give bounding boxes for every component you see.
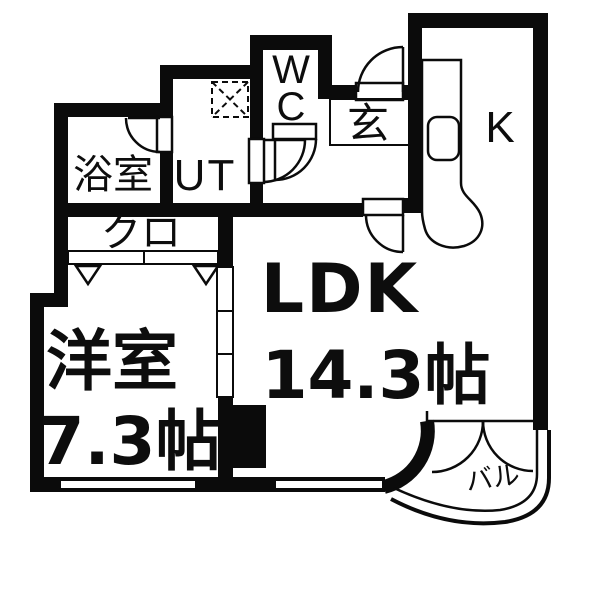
balcony-parapet-inner	[393, 430, 539, 513]
utility-door-swing-icon	[262, 139, 307, 184]
wall-partition-lower	[218, 397, 233, 492]
kitchen-label: K	[485, 103, 514, 152]
ldk-window	[274, 479, 384, 490]
toilet-label-line2: C	[277, 85, 306, 129]
utility-label: UT	[174, 151, 237, 200]
washer-pan-cross-2	[211, 81, 249, 118]
wall-ut-right-upper	[250, 35, 263, 140]
entrance-door-swing-icon	[356, 45, 404, 93]
wall-pillar	[233, 405, 266, 468]
wall-mid-band-stub	[403, 198, 422, 213]
wall-curved-balcony-corner	[382, 419, 435, 494]
closet-track-right	[143, 250, 219, 265]
wall-wc-top	[250, 35, 332, 50]
ldk-label: LDK	[261, 250, 420, 329]
wall-closet-left	[54, 217, 68, 300]
closet-label: クロ	[101, 211, 181, 255]
balcony-structure	[390, 411, 551, 526]
wall-ut-left-upper	[160, 65, 173, 118]
toilet-label-line1: W	[272, 48, 310, 92]
bath-label: 浴室	[73, 153, 153, 197]
wall-right	[533, 13, 548, 430]
bedroom-label: 洋室	[46, 323, 178, 400]
wall-entry-top-left	[318, 85, 358, 99]
partition-sliding-panel-1	[216, 266, 234, 312]
entrance-door-leaf	[354, 81, 405, 102]
wall-bath-left	[54, 103, 68, 217]
partition-sliding-panel-2	[216, 310, 234, 355]
balcony-door-swing-right-icon	[481, 420, 534, 473]
balcony-label: バル	[464, 459, 522, 496]
partition-sliding-panel-3	[216, 353, 234, 398]
wall-partition-upper	[218, 203, 233, 267]
fixtures	[211, 58, 484, 249]
kitchen-sink-icon	[426, 115, 461, 162]
ldk-door-leaf	[361, 197, 405, 217]
doors	[124, 45, 405, 398]
entrance-floor-outline	[329, 98, 411, 146]
wall-wc-right	[318, 35, 332, 99]
wall-kitchen-left	[408, 13, 422, 213]
bedroom-area-label: 7.3帖	[39, 403, 222, 480]
toilet-door-leaf	[271, 122, 318, 141]
wall-bath-top	[54, 103, 172, 117]
bedroom-window	[59, 479, 197, 490]
wall-top	[408, 13, 548, 28]
balcony-parapet-outer	[390, 430, 551, 526]
closet-fittings	[67, 250, 221, 287]
toilet-door-swing-icon	[274, 138, 318, 182]
windows	[59, 479, 384, 490]
wall-bedroom-left	[30, 293, 44, 492]
wall-ut-left-lower	[160, 150, 173, 217]
walls	[30, 13, 548, 494]
entrance-label: 玄	[347, 100, 389, 147]
wall-mid-band	[54, 203, 363, 217]
ldk-door-swing-icon	[364, 214, 404, 254]
wall-ut-top	[160, 65, 263, 79]
room-labels: 浴室 UT W C 玄 K クロ 洋室 7.3帖 LDK 14.3帖 バル	[39, 48, 522, 497]
bath-door-leaf	[155, 115, 174, 154]
utility-door-leaf	[247, 137, 266, 185]
bath-door-swing-icon	[124, 117, 161, 154]
closet-door-swing-left-icon	[73, 264, 103, 287]
washer-pan-icon	[211, 81, 249, 118]
balcony-door-swing-left-icon	[431, 420, 485, 474]
closet-door-swing-right-icon	[191, 264, 221, 287]
ldk-area-label: 14.3帖	[262, 337, 491, 414]
